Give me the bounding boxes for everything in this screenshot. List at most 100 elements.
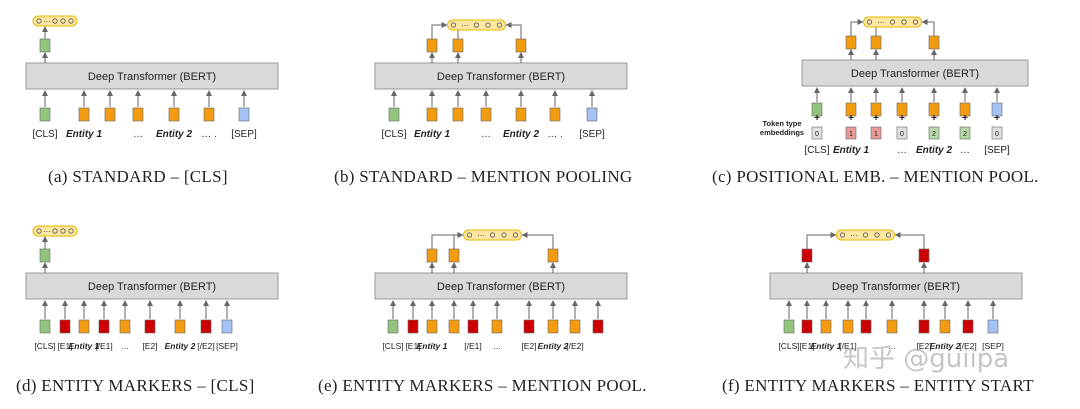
- output-unit: [52, 18, 58, 24]
- token-sep: [586, 107, 598, 122]
- token-label: Entity 2: [538, 341, 569, 351]
- embedding-box: [896, 126, 908, 140]
- token-entity: [104, 107, 116, 122]
- transformer-box: [769, 272, 1023, 300]
- token-label: [CLS]: [32, 129, 57, 140]
- watermark-text: 知乎 @guiipa: [843, 344, 1010, 374]
- embedding-box: [959, 126, 971, 140]
- embedding-value: 2: [963, 131, 967, 138]
- token-label: Entity 2: [503, 129, 540, 140]
- token-entity: [203, 107, 215, 122]
- token-entity: [569, 319, 581, 334]
- token-marker: [918, 319, 930, 334]
- caption-d: (d) ENTITY MARKERS – [CLS]: [16, 376, 255, 395]
- token-label: …: [121, 341, 130, 351]
- embedding-caption: Token type: [762, 119, 801, 128]
- token-label: [/E1]: [95, 341, 112, 351]
- transformer-label: Deep Transformer (BERT): [88, 71, 216, 83]
- output-unit: [36, 228, 42, 234]
- panel-b: Deep Transformer (BERT)[CLS]Entity 1…Ent…: [374, 19, 628, 140]
- output-token: [515, 38, 527, 53]
- output-unit: [68, 18, 74, 24]
- caption-f: (f) ENTITY MARKERS – ENTITY START: [722, 376, 1034, 395]
- output-token: [426, 38, 438, 53]
- panel-a: Deep Transformer (BERT)[CLS]Entity 1…Ent…: [25, 15, 279, 140]
- token-entity: [452, 107, 464, 122]
- token-entity: [480, 107, 492, 122]
- transformer-label: Deep Transformer (BERT): [851, 68, 979, 80]
- token-marker: [467, 319, 479, 334]
- token-entity: [132, 107, 144, 122]
- token-entity: [78, 107, 90, 122]
- token-label: [E1]: [799, 341, 814, 351]
- transformer-label: Deep Transformer (BERT): [832, 281, 960, 293]
- token-label: Entity 2: [930, 341, 961, 351]
- token-entity: [842, 319, 854, 334]
- embedding-caption: embeddings: [760, 128, 804, 137]
- token-label: Entity 1: [833, 145, 870, 156]
- token-label: [CLS]: [778, 341, 799, 351]
- output-unit: [889, 19, 896, 25]
- token-entity: [820, 319, 832, 334]
- token-cls: [39, 107, 51, 122]
- output-token: [452, 38, 464, 53]
- output-unit: [485, 22, 491, 28]
- token-label: [CLS]: [34, 341, 55, 351]
- token-marker: [59, 319, 71, 334]
- token-entity: [845, 102, 857, 117]
- embedding-value: 0: [900, 131, 904, 138]
- token-label: …: [960, 145, 970, 156]
- token-entity: [426, 319, 438, 334]
- token-sep: [221, 319, 233, 334]
- concat-line-left: [806, 232, 837, 249]
- token-label: …: [481, 129, 491, 140]
- token-entity: [168, 107, 180, 122]
- token-label: Entity 1: [417, 341, 448, 351]
- token-label: [E1]: [405, 341, 420, 351]
- transformer-box: [374, 62, 628, 90]
- output-token: [870, 35, 882, 50]
- token-label: [/E1]: [464, 341, 481, 351]
- plus-sign: +: [962, 113, 968, 124]
- token-entity: [549, 107, 561, 122]
- output-dots: ···: [461, 21, 469, 30]
- output-unit: [450, 22, 457, 28]
- token-label: [CLS]: [804, 145, 829, 156]
- panel-e: Deep Transformer (BERT) [CLS][E1]Entity 1…: [374, 229, 628, 351]
- transformer-label: Deep Transformer (BERT): [437, 281, 565, 293]
- token-entity: [119, 319, 131, 334]
- output-vector: [463, 229, 522, 241]
- output-dots: ···: [477, 231, 485, 240]
- output-unit: [912, 19, 919, 25]
- token-marker: [200, 319, 212, 334]
- token-label: [CLS]: [381, 129, 406, 140]
- concat-line-left: [431, 22, 448, 39]
- token-entity: [491, 319, 503, 334]
- output-vector: [32, 225, 78, 237]
- token-label: [SEP]: [984, 145, 1010, 156]
- output-unit: [501, 232, 507, 238]
- token-label: [CLS]: [382, 341, 403, 351]
- output-unit: [60, 228, 66, 234]
- token-entity: [896, 102, 908, 117]
- output-unit: [874, 232, 880, 238]
- token-entity: [959, 102, 971, 117]
- embedding-value: 0: [815, 131, 819, 138]
- token-marker: [523, 319, 535, 334]
- token-cls: [783, 319, 795, 334]
- output-token: [845, 35, 857, 50]
- transformer-box: [25, 62, 279, 90]
- output-vector: [32, 15, 78, 27]
- output-dots: ···: [43, 227, 51, 236]
- concat-line-right: [894, 232, 925, 249]
- token-label: Entity 1: [414, 129, 451, 140]
- transformer-box: [374, 272, 628, 300]
- output-vector: [447, 19, 506, 31]
- token-entity: [886, 319, 898, 334]
- concat-line-right: [505, 22, 522, 39]
- output-unit: [36, 18, 42, 24]
- token-marker: [801, 319, 813, 334]
- token-label: [/E1]: [839, 341, 856, 351]
- output-vector: [863, 16, 922, 28]
- output-token: [448, 248, 460, 263]
